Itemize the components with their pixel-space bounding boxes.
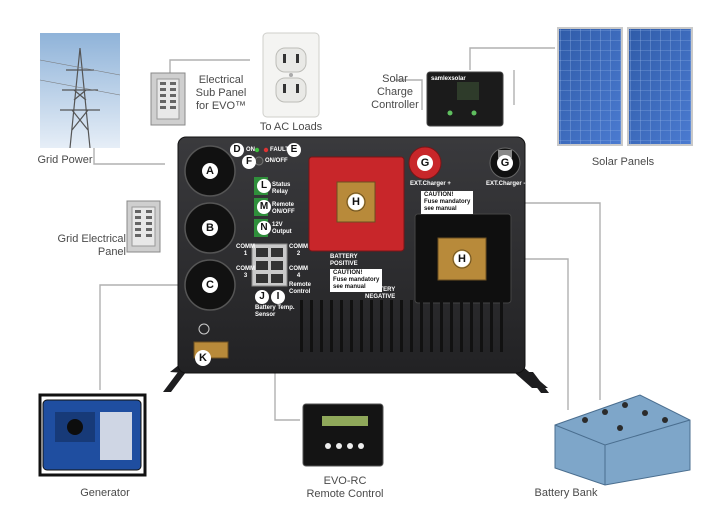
generator-label: Generator (80, 487, 130, 499)
ext-charger-positive-label: EXT.Charger + (410, 181, 451, 187)
letter-k: K (195, 350, 211, 366)
battery-temp-sensor-label: Battery Temp. Sensor (255, 305, 295, 318)
caution-label-bottom: CAUTION! Fuse mandatory see manual (330, 269, 383, 292)
solar-panels-image (557, 27, 693, 146)
inverter-vents (300, 300, 503, 352)
output-12v-label: 12V Output (272, 222, 292, 235)
grid-electrical-panel-image (126, 200, 161, 253)
letter-n: N (257, 221, 271, 235)
solar-controller-label: Solar Charge Controller (371, 73, 419, 111)
status-leds (254, 147, 269, 166)
fault-led-label: FAULT (270, 147, 289, 153)
letter-b: B (202, 220, 218, 236)
generator-image (38, 393, 147, 477)
comm1-label: COMM 1 (236, 244, 255, 257)
letter-j: J (255, 290, 269, 304)
solar-panels-label: Solar Panels (591, 156, 655, 168)
ext-charger-negative-label: EXT.Charger - (486, 181, 526, 187)
letter-h-positive: H (348, 194, 364, 210)
grid-panel-label: Grid Electrical Panel (57, 233, 126, 258)
ac-outlet-image (262, 32, 320, 118)
remote-control-port-label: Remote Control (289, 282, 312, 295)
remote-label: EVO-RC Remote Control (306, 475, 384, 500)
letter-g-negative: G (497, 155, 513, 171)
battery-positive-label: BATTERY POSITIVE (330, 254, 358, 267)
letter-d: D (230, 143, 244, 157)
grid-power-label: Grid Power (37, 154, 93, 166)
battery-bank-label: Battery Bank (534, 487, 598, 499)
remote-on-off-label: Remote ON/OFF (272, 202, 295, 215)
letter-i: I (271, 290, 285, 304)
comm4-label: COMM 4 (289, 266, 308, 279)
grid-power-tower-image (39, 33, 121, 149)
caution-label-top: CAUTION! Fuse mandatory see manual (421, 191, 474, 214)
sub-panel-label: Electrical Sub Panel for EVO™ (195, 74, 247, 112)
ac-loads-label: To AC Loads (259, 121, 323, 133)
comm3-label: COMM 3 (236, 266, 255, 279)
letter-f: F (242, 155, 256, 169)
controller-brand: samlexsolar (431, 76, 466, 82)
letter-c: C (202, 277, 218, 293)
sub-panel-image (150, 72, 186, 126)
battery-negative-label: BATTERY NEGATIVE (365, 287, 396, 300)
letter-a: A (202, 163, 218, 179)
comm-ports (251, 243, 288, 287)
battery-bank-image (554, 394, 691, 486)
evo-rc-remote-image (302, 403, 384, 467)
letter-g-positive: G (417, 155, 433, 171)
letter-h-negative: H (454, 251, 470, 267)
status-relay-label: Status Relay (272, 182, 291, 195)
solar-charge-controller-image (426, 71, 504, 127)
comm2-label: COMM 2 (289, 244, 308, 257)
on-off-label: ON/OFF (265, 158, 288, 164)
on-led-label: ON (246, 147, 255, 153)
letter-m: M (257, 200, 271, 214)
letter-l: L (257, 179, 271, 193)
letter-e: E (287, 143, 301, 157)
